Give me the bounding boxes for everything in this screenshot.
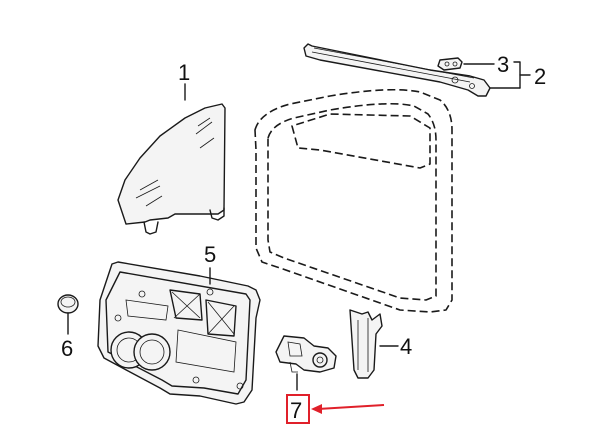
part-5-door-panel	[97, 261, 261, 405]
callout-2: 2	[534, 64, 546, 89]
highlight-arrow-head	[311, 404, 322, 414]
callout-6: 6	[61, 336, 73, 361]
callout-2-3-leaders	[463, 61, 531, 89]
callout-4: 4	[400, 334, 412, 359]
part-6-plug	[57, 294, 79, 335]
part-3-clip	[437, 57, 463, 71]
highlight-box	[286, 394, 310, 424]
highlight-arrow	[317, 404, 385, 410]
part-1-door-glass	[117, 83, 226, 235]
part-4-bracket	[349, 309, 399, 379]
door-shell-outline	[254, 88, 453, 313]
callout-7: 7	[290, 398, 302, 423]
part-7-regulator-motor	[275, 335, 337, 391]
part-2-window-rail	[303, 43, 491, 97]
callout-1: 1	[178, 60, 190, 85]
highlight-callout-7: 7	[286, 394, 385, 424]
callout-3: 3	[497, 52, 509, 77]
callout-5: 5	[204, 242, 216, 267]
